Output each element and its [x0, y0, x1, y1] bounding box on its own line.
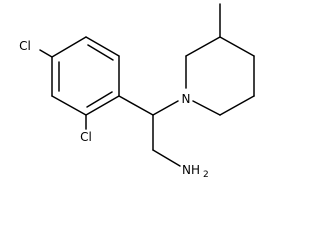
chlorine-label-bottom: Cl: [80, 130, 92, 144]
ring-bond: [185, 36, 221, 57]
chemical-structure-diagram: Cl Cl N NH 2: [19, 3, 255, 180]
ch-n-bond: [152, 100, 179, 116]
chlorine-label-top: Cl: [19, 39, 31, 53]
ring-bond: [192, 100, 221, 116]
dichlorophenyl-ring: [51, 36, 120, 116]
amine-label-main: NH: [182, 163, 200, 177]
ch2-nh2-bond: [152, 149, 181, 167]
ring-double-bond: [87, 44, 114, 61]
ring-bond: [85, 95, 120, 116]
nitrogen-label: N: [182, 92, 191, 106]
ring-bond: [51, 95, 87, 116]
ethylamine-chain: [118, 95, 181, 167]
ring-double-bond: [86, 91, 113, 108]
ring-bond: [85, 36, 120, 57]
chloro-substituents: Cl Cl: [19, 39, 92, 144]
ring-bond: [219, 95, 255, 116]
methylpiperidine-ring: [185, 3, 255, 116]
c-cl-bond-top: [39, 49, 53, 58]
amine-label-subscript: 2: [203, 170, 209, 180]
ring-bond: [219, 36, 255, 57]
ring-bond: [51, 36, 87, 58]
amine-label: NH 2: [182, 163, 209, 180]
aryl-ch-bond: [118, 95, 154, 116]
